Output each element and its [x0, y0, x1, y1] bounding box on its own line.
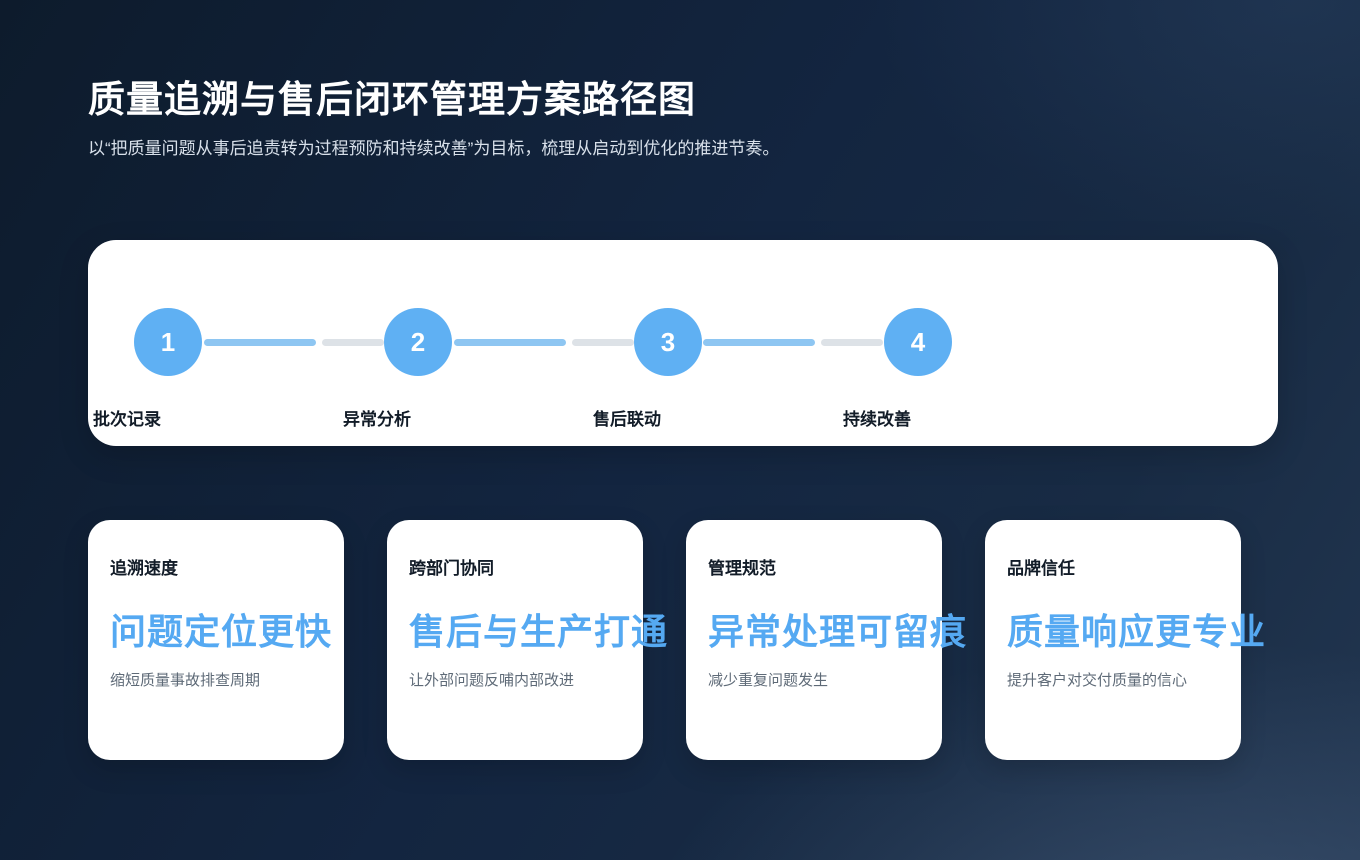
step-number: 4 [910, 326, 926, 357]
step-circle: 3 [634, 308, 702, 376]
card-description: 缩短质量事故排查周期 [110, 672, 261, 690]
card-headline: 质量响应更专业 [1007, 611, 1267, 652]
card-tag: 跨部门协同 [409, 559, 494, 578]
feature-card-traceability-speed: 追溯速度 问题定位更快 缩短质量事故排查周期 [88, 520, 344, 760]
card-description: 提升客户对交付质量的信心 [1007, 672, 1188, 690]
card-headline: 售后与生产打通 [409, 611, 669, 652]
header: 质量追溯与售后闭环管理方案路径图 以“把质量问题从事后追责转为过程预防和持续改善… [88, 78, 908, 163]
step-connector [703, 339, 883, 346]
card-description: 让外部问题反哺内部改进 [409, 672, 575, 690]
step-item-continuous-improvement: 4 持续改善 [843, 308, 1093, 430]
step-item-anomaly-analysis: 2 异常分析 [343, 308, 593, 430]
connector-progress-bar [454, 339, 566, 346]
step-connector [204, 339, 384, 346]
card-description: 减少重复问题发生 [708, 672, 829, 690]
card-tag: 品牌信任 [1007, 559, 1075, 578]
feature-card-management-standard: 管理规范 异常处理可留痕 减少重复问题发生 [686, 520, 968, 760]
step-label: 持续改善 [843, 410, 911, 429]
step-connector [454, 339, 634, 346]
card-headline: 问题定位更快 [110, 611, 333, 652]
step-label: 批次记录 [93, 410, 161, 429]
stepper-card: 1 批次记录 2 异常分析 3 售后联动 4 持续改善 [88, 240, 1278, 446]
step-number: 3 [660, 326, 676, 357]
step-item-aftersales-linkage: 3 售后联动 [593, 308, 843, 430]
step-circle: 1 [134, 308, 202, 376]
card-headline: 异常处理可留痕 [708, 611, 968, 652]
feature-card-brand-trust: 品牌信任 质量响应更专业 提升客户对交付质量的信心 [985, 520, 1267, 760]
card-tag: 追溯速度 [110, 559, 178, 578]
step-circle: 2 [384, 308, 452, 376]
connector-track-bar [572, 339, 634, 346]
connector-progress-bar [204, 339, 316, 346]
connector-track-bar [821, 339, 883, 346]
step-label: 售后联动 [593, 410, 661, 429]
connector-track-bar [322, 339, 384, 346]
step-number: 2 [410, 326, 426, 357]
page-title: 质量追溯与售后闭环管理方案路径图 [88, 79, 696, 120]
step-label: 异常分析 [343, 410, 411, 429]
step-circle: 4 [884, 308, 952, 376]
step-number: 1 [160, 326, 176, 357]
card-tag: 管理规范 [708, 559, 776, 578]
feature-card-cross-department: 跨部门协同 售后与生产打通 让外部问题反哺内部改进 [387, 520, 669, 760]
step-item-batch-records: 1 批次记录 [93, 308, 343, 430]
page-subtitle: 以“把质量问题从事后追责转为过程预防和持续改善”为目标，梳理从启动到优化的推进节… [88, 139, 780, 159]
connector-progress-bar [703, 339, 815, 346]
